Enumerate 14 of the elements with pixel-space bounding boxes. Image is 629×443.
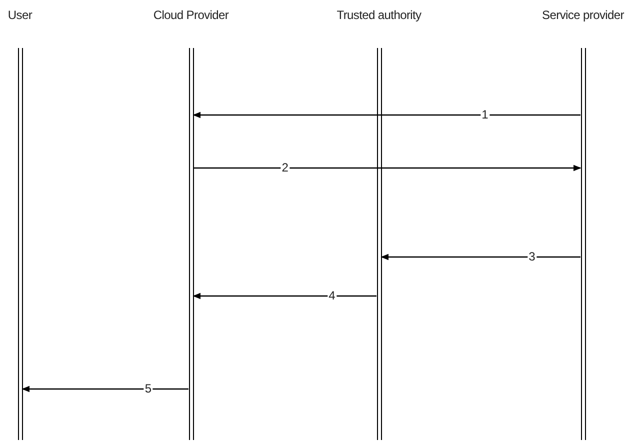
participant-label: User (8, 8, 32, 22)
message-arrow (194, 164, 582, 172)
message-arrow (22, 386, 188, 392)
edge-label: 3 (528, 250, 536, 264)
participant-label: Trusted authority (336, 8, 422, 22)
edge-label: 4 (328, 290, 336, 302)
edge-label: 1 (480, 108, 490, 122)
edge-label: 2 (280, 162, 290, 174)
message-arrow (192, 112, 580, 118)
participant-label: Cloud Provider (153, 8, 229, 22)
message-arrow (192, 292, 376, 300)
edge-label: 5 (144, 382, 153, 396)
participant-label: Service provider (542, 8, 624, 22)
message-arrow (380, 254, 580, 260)
